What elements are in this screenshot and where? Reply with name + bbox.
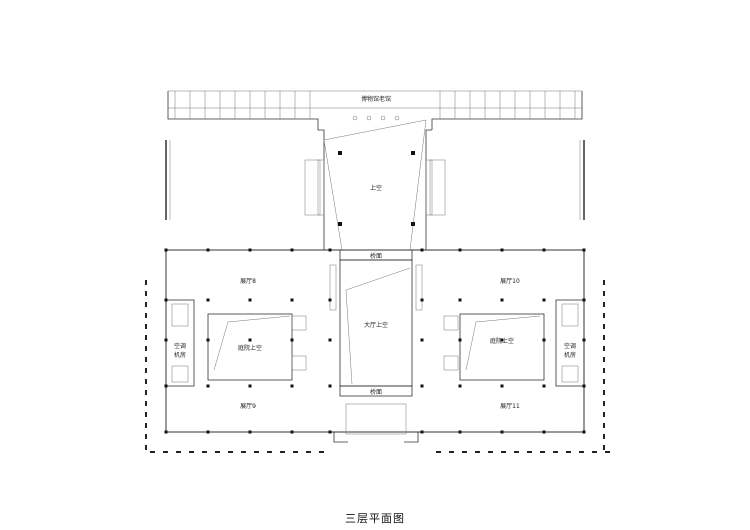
hall-11-label: 展厅11 <box>500 403 520 410</box>
ac-left-label-1: 空调 <box>174 342 186 350</box>
bridge-top-label: 桥面 <box>370 252 382 260</box>
void-top-label: 上空 <box>370 184 382 192</box>
column <box>248 430 252 434</box>
column <box>582 298 586 302</box>
ac-right-label-2: 机房 <box>564 351 576 359</box>
column <box>542 430 546 434</box>
column <box>206 248 210 252</box>
column <box>542 248 546 252</box>
column <box>458 248 462 252</box>
column <box>248 298 252 302</box>
old-museum-block: 博物馆老馆 <box>167 90 583 130</box>
column <box>164 384 168 388</box>
ac-right-label-1: 空调 <box>564 342 576 350</box>
column <box>420 430 424 434</box>
column <box>582 430 586 434</box>
column <box>582 248 586 252</box>
column <box>290 338 294 342</box>
column <box>164 430 168 434</box>
column <box>206 430 210 434</box>
column <box>500 384 504 388</box>
column <box>164 338 168 342</box>
archive-label: 博物馆老馆 <box>361 95 391 103</box>
ac-left-label-2: 机房 <box>174 351 186 359</box>
column <box>164 298 168 302</box>
hall-8-label: 展厅8 <box>240 278 256 285</box>
column <box>500 248 504 252</box>
column <box>290 298 294 302</box>
column <box>206 384 210 388</box>
column <box>290 248 294 252</box>
column <box>206 298 210 302</box>
column <box>458 298 462 302</box>
column <box>500 430 504 434</box>
column <box>458 338 462 342</box>
column <box>542 384 546 388</box>
column <box>328 430 332 434</box>
drawing-title: 三层平面图 <box>345 512 405 525</box>
column <box>542 338 546 342</box>
column <box>500 298 504 302</box>
perimeter-marks <box>145 280 610 453</box>
column <box>248 384 252 388</box>
court-left-label: 庭院上空 <box>238 344 262 352</box>
bridge-bottom-label: 桥面 <box>370 388 382 396</box>
atrium-label: 大厅上空 <box>364 321 388 329</box>
column <box>248 338 252 342</box>
column <box>206 338 210 342</box>
column <box>328 298 332 302</box>
column <box>164 248 168 252</box>
column <box>542 298 546 302</box>
column <box>248 248 252 252</box>
column <box>582 384 586 388</box>
column <box>458 384 462 388</box>
column <box>420 298 424 302</box>
hall-9-label: 展厅9 <box>240 403 256 410</box>
column <box>328 248 332 252</box>
structural-columns <box>164 248 586 434</box>
column <box>500 338 504 342</box>
column <box>328 384 332 388</box>
column <box>458 430 462 434</box>
column <box>290 384 294 388</box>
side-window-strips <box>165 140 585 220</box>
column <box>290 430 294 434</box>
column <box>328 338 332 342</box>
column <box>420 384 424 388</box>
hall-10-label: 展厅10 <box>500 278 520 285</box>
main-floor-body: 桥面 桥面 大厅上空 庭院上空 庭院上空 空调 机房 空调 机房 <box>165 249 585 443</box>
column <box>420 248 424 252</box>
column <box>420 338 424 342</box>
upper-void-block: 上空 <box>304 119 446 251</box>
column <box>582 338 586 342</box>
